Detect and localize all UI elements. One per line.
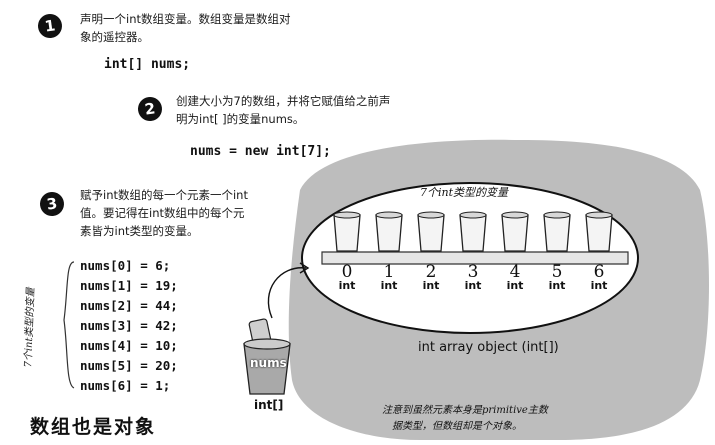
- element-type-label: int: [422, 279, 440, 292]
- element-type-label: int: [506, 279, 524, 292]
- step-1-text: 声明一个int数组变量。数组变量是数组对 象的遥控器。: [80, 10, 291, 46]
- assignment-line: nums[2] = 44;: [80, 298, 178, 313]
- step-1-code: int[] nums;: [104, 57, 191, 72]
- bottom-note-line2: 据类型，但数组却是个对象。: [392, 421, 522, 432]
- assignment-line: nums[1] = 19;: [80, 278, 178, 293]
- page-title: 数组也是对象: [30, 416, 157, 438]
- element-type-label: int: [380, 279, 398, 292]
- element-type-label: int: [590, 279, 608, 292]
- element-type-label: int: [548, 279, 566, 292]
- array-object-label: int array object (int[]): [418, 340, 559, 355]
- step-3-text-line2: 值。要记得在int数组中的每个元: [80, 206, 245, 220]
- array-index: 0: [341, 262, 353, 282]
- remote-cup-illustration: [243, 318, 291, 395]
- step-3-text-line3: 素皆为int类型的变量。: [80, 224, 199, 238]
- array-index: 4: [509, 262, 521, 282]
- step-3-text-line1: 赋予int数组的每一个元素一个int: [80, 188, 248, 202]
- assignment-line: nums[4] = 10;: [80, 338, 178, 353]
- bottom-note: 注意到虽然元素本身是primitive主数 据类型，但数组却是个对象。: [382, 403, 548, 435]
- array-index: 6: [593, 262, 605, 282]
- element-type-label: int: [464, 279, 482, 292]
- array-index: 2: [425, 262, 437, 282]
- step-2-text-line2: 明为int[ ]的变量nums。: [176, 112, 305, 126]
- side-note: 7个int类型的变量: [23, 287, 37, 368]
- assignment-line: nums[6] = 1;: [80, 378, 171, 393]
- assignment-line: nums[3] = 42;: [80, 318, 178, 333]
- step-3-text: 赋予int数组的每一个元素一个int 值。要记得在int数组中的每个元 素皆为i…: [80, 186, 248, 240]
- step-1-text-line1: 声明一个int数组变量。数组变量是数组对: [80, 12, 291, 26]
- assignment-line: nums[5] = 20;: [80, 358, 178, 373]
- remote-type-label: int[]: [254, 398, 284, 412]
- step-2-code: nums = new int[7];: [190, 144, 331, 159]
- bottom-note-line1: 注意到虽然元素本身是primitive主数: [382, 405, 548, 416]
- step-2-text: 创建大小为7的数组，并将它赋值给之前声 明为int[ ]的变量nums。: [176, 92, 390, 128]
- step-2-text-line1: 创建大小为7的数组，并将它赋值给之前声: [176, 94, 391, 108]
- array-index: 1: [383, 262, 395, 282]
- array-top-label: 7个int类型的变量: [420, 186, 509, 199]
- remote-label: nums: [250, 356, 287, 370]
- array-index: 5: [551, 262, 563, 282]
- array-index: 3: [467, 262, 479, 282]
- step-1-text-line2: 象的遥控器。: [80, 30, 149, 44]
- element-type-label: int: [338, 279, 356, 292]
- assignment-line: nums[0] = 6;: [80, 258, 171, 273]
- array-cups: [333, 211, 613, 252]
